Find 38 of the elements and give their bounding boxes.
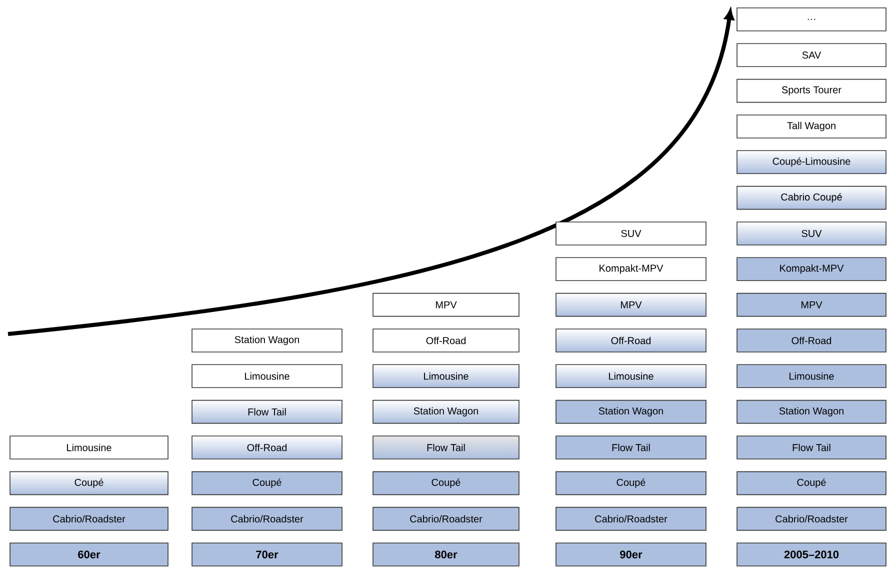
category-box: Coupé [556,471,706,496]
category-box: Cabrio Coupé [736,186,886,210]
decade-box: 90er [556,542,706,566]
category-box: Cabrio/Roadster [10,506,168,531]
category-box: Limousine [736,364,886,388]
category-box: … [736,8,886,32]
category-box: SUV [736,222,886,246]
category-box: Limousine [372,364,520,388]
category-box: Cabrio/Roadster [192,506,342,531]
category-box: Cabrio/Roadster [556,506,706,531]
category-box: MPV [736,292,886,317]
category-box: Station Wagon [372,400,520,424]
category-box: Coupé [10,471,168,496]
category-box: Sports Tourer [736,78,886,103]
category-box: Cabrio/Roadster [736,506,886,531]
category-box: Station Wagon [556,400,706,424]
category-box: Coupé [736,471,886,496]
decade-box: 2005–2010 [736,542,886,566]
decade-box: 60er [10,542,168,566]
category-box: Coupé [372,471,520,496]
category-box: Limousine [192,364,342,388]
decade-box: 80er [372,542,520,566]
category-box: Station Wagon [736,400,886,424]
category-box: Flow Tail [556,436,706,460]
decade-box: 70er [192,542,342,566]
category-box: Cabrio/Roadster [372,506,520,531]
category-box: SAV [736,43,886,67]
category-box: Coupé [192,471,342,496]
category-box: Off-Road [192,436,342,460]
category-box: Limousine [556,364,706,388]
category-box: Limousine [10,436,168,460]
category-box: Flow Tail [192,400,342,424]
category-box: Flow Tail [372,436,520,460]
category-box: Off-Road [736,328,886,352]
category-box: Coupé-Limousine [736,150,886,174]
category-box: Kompakt-MPV [736,257,886,281]
category-box: Flow Tail [736,436,886,460]
category-box: Tall Wagon [736,114,886,138]
